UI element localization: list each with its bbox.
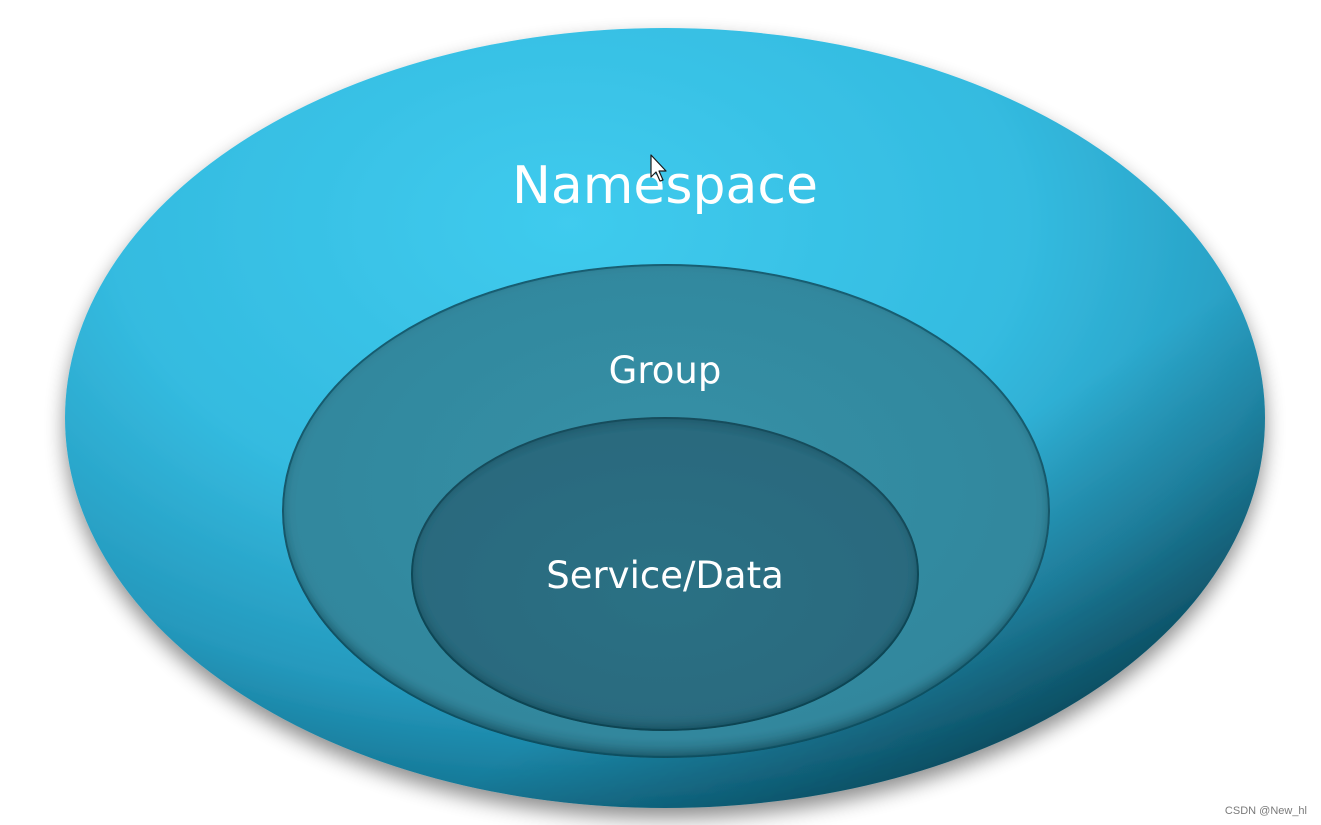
service-data-layer bbox=[411, 417, 919, 731]
namespace-label: Namespace bbox=[512, 156, 818, 216]
watermark: CSDN @New_hl bbox=[1224, 805, 1307, 817]
group-label: Group bbox=[609, 349, 722, 392]
service-data-label: Service/Data bbox=[546, 554, 784, 597]
service-data-ellipse bbox=[411, 417, 919, 731]
mouse-pointer-icon bbox=[650, 154, 667, 182]
